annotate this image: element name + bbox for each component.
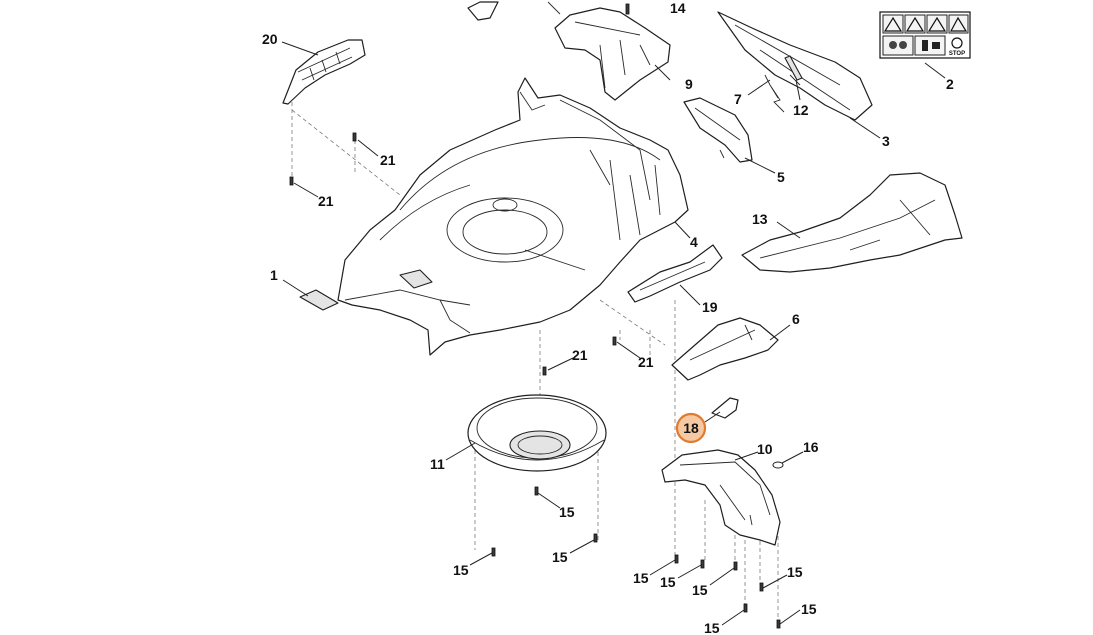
part-6	[671, 317, 779, 381]
ear-protection-icon	[882, 35, 914, 56]
callout-15h: 15	[704, 620, 720, 635]
callout-15a: 15	[559, 504, 575, 520]
part-7-spring	[764, 74, 785, 113]
part-12-pin	[784, 55, 803, 81]
callout-15g: 15	[787, 564, 803, 580]
callout-5: 5	[777, 169, 785, 185]
part-11-blade-adapter	[467, 394, 607, 472]
callout-15b: 15	[453, 562, 469, 578]
screw-15h	[743, 603, 748, 613]
callout-18-highlight: 18	[675, 412, 707, 444]
callout-18: 18	[683, 420, 699, 436]
screw-15f	[733, 561, 738, 571]
callout-20: 20	[262, 31, 278, 47]
screw-21b	[289, 176, 294, 186]
callout-7: 7	[734, 91, 742, 107]
warning-thrown-objects-icon	[904, 14, 926, 34]
callout-4: 4	[690, 234, 698, 250]
screw-15e	[700, 559, 705, 569]
leader-lines	[281, 41, 946, 626]
screw-15d	[674, 554, 679, 564]
part-9	[467, 1, 671, 101]
callout-15i: 15	[801, 601, 817, 617]
part-10	[661, 449, 781, 546]
callout-15c: 15	[552, 549, 568, 565]
part-19	[627, 244, 723, 303]
screws	[289, 132, 781, 629]
screw-21c	[542, 366, 547, 376]
callout-15d: 15	[633, 570, 649, 586]
screw-15i	[776, 619, 781, 629]
callout-21b: 21	[318, 193, 334, 209]
callout-3: 3	[882, 133, 890, 149]
warning-read-manual-icon	[882, 14, 904, 34]
callout-16: 16	[803, 439, 819, 455]
part-16-washer	[772, 461, 784, 469]
gear-icon	[951, 37, 963, 49]
screw-15b	[491, 547, 496, 557]
callout-19: 19	[702, 299, 718, 315]
part-20-rear-flap	[282, 39, 366, 105]
screw-21a	[352, 132, 357, 142]
callout-2: 2	[946, 76, 954, 92]
callout-21a: 21	[380, 152, 396, 168]
callout-21c: 21	[572, 347, 588, 363]
part-1-plate	[299, 289, 339, 311]
disconnect-plug-icon	[914, 35, 946, 56]
screw-15c	[593, 533, 598, 543]
callout-13: 13	[752, 211, 768, 227]
screw-15g	[759, 582, 764, 592]
callout-11: 11	[430, 456, 445, 472]
callout-6: 6	[792, 311, 800, 327]
screw-15a	[534, 486, 539, 496]
callout-21d: 21	[638, 354, 654, 370]
callout-9: 9	[685, 76, 693, 92]
screw-21d	[612, 336, 617, 346]
callout-1: 1	[270, 267, 278, 283]
warning-bystanders-icon	[926, 14, 948, 34]
callout-10: 10	[757, 441, 773, 457]
part-2-warning-label: STOP	[879, 11, 971, 59]
callout-14: 14	[670, 0, 686, 16]
part-13	[741, 172, 963, 273]
callout-15e: 15	[660, 574, 676, 590]
part-4-deck-housing	[337, 77, 689, 356]
stop-text: STOP	[949, 51, 965, 57]
callout-12: 12	[793, 102, 809, 118]
part-5	[683, 97, 753, 163]
callout-labels: 14 20 9 7 12 2 3 21 21 5 13 4 1 19 6 21 …	[262, 0, 954, 635]
callout-15f: 15	[692, 582, 708, 598]
warning-blade-icon	[948, 14, 969, 34]
